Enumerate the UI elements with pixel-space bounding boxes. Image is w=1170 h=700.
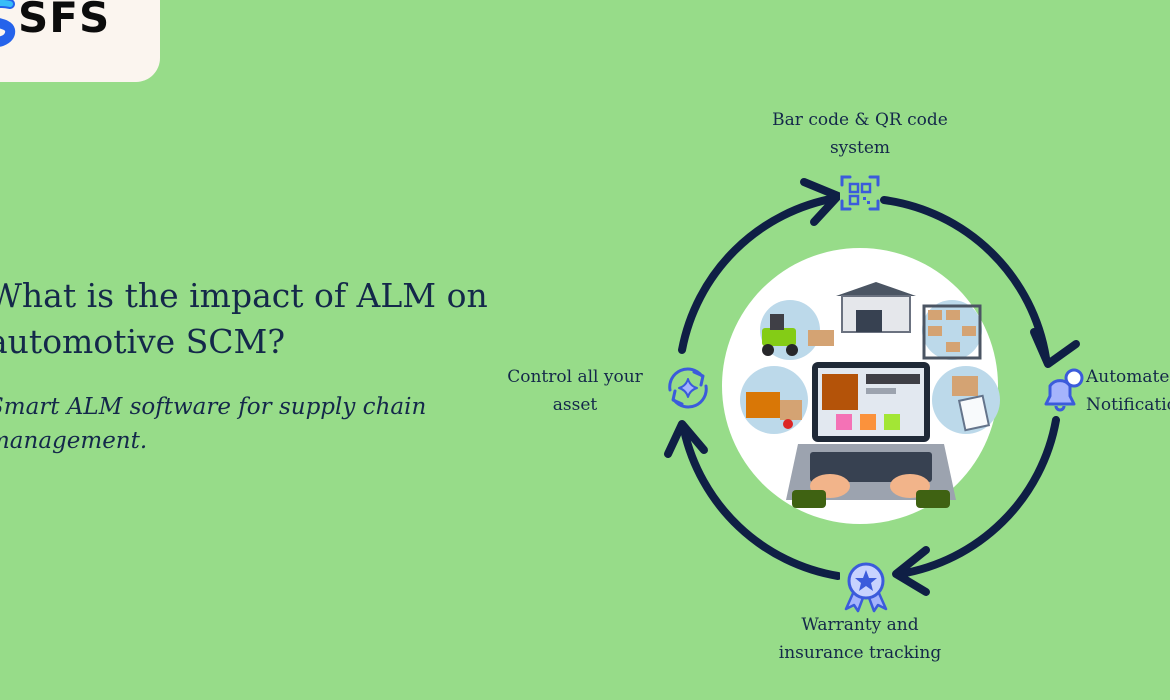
label-control-asset: Control all your asset — [507, 367, 643, 415]
ring-arc-top-right — [880, 196, 1050, 362]
arrowhead-left-icon — [664, 420, 708, 458]
page-title: What is the impact of ALM on automotive … — [0, 276, 488, 361]
logo-panel: SFS — [0, 0, 160, 82]
arrowhead-top-icon — [800, 178, 842, 226]
ring-arc-bottom-left — [680, 426, 842, 580]
sync-sparkle-icon — [664, 364, 712, 412]
label-barcode-qr: Bar code & QR code system — [772, 110, 948, 158]
arrowhead-bottom-icon — [892, 546, 930, 596]
label-automated-notification: Automated Notification — [1086, 367, 1170, 415]
award-badge-icon — [840, 561, 892, 613]
notification-bell-icon — [1036, 368, 1084, 414]
logo-text: SFS — [18, 0, 111, 42]
ring-arc-top-left — [678, 194, 840, 354]
qr-scan-icon — [840, 175, 880, 211]
ring-arc-bottom-right — [896, 416, 1060, 578]
arrowhead-right-icon — [1030, 328, 1080, 368]
warehouse-laptop-illustration — [740, 282, 1000, 508]
sfs-logo-mark-icon — [0, 0, 16, 47]
cycle-ring — [678, 194, 1060, 580]
label-warranty-tracking: Warranty and insurance tracking — [778, 615, 942, 663]
page-subtitle: Smart ALM software for supply chain mana… — [0, 394, 427, 454]
